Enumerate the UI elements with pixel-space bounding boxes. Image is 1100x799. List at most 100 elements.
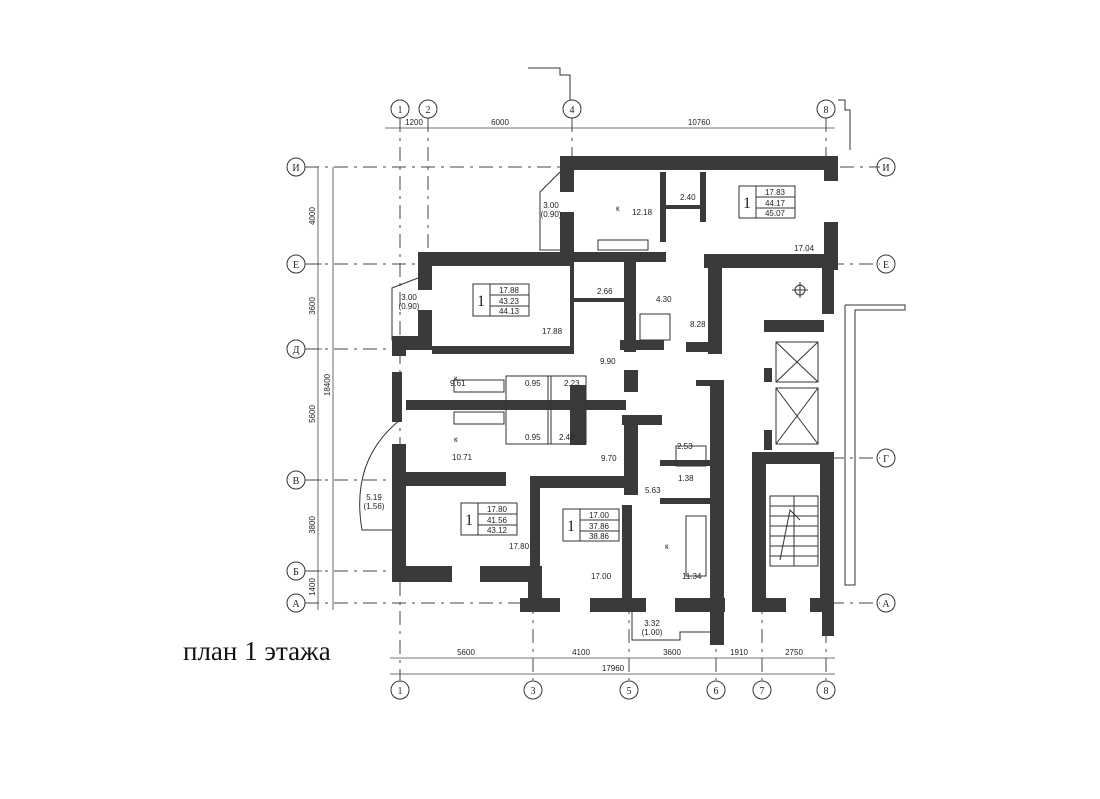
room-area: 2.40 xyxy=(680,193,696,202)
room-area: 4.30 xyxy=(656,295,672,304)
apartment-value: 43.12 xyxy=(487,526,508,535)
apartment-value: 17.83 xyxy=(765,188,786,197)
apartment-value: 17.88 xyxy=(499,286,520,295)
outline-details xyxy=(359,67,906,641)
room-area: 0.95 xyxy=(525,433,541,442)
balcony-labels: 3.00 (0.90) 3.00 (0.90) 5.19 (1.56) 3.32… xyxy=(364,201,663,637)
room-area: 2.66 xyxy=(597,287,613,296)
dim-label: 1400 xyxy=(308,578,317,596)
apartment-value: 17.00 xyxy=(589,511,610,520)
dim-label: 5600 xyxy=(457,648,475,657)
room-area: 0.95 xyxy=(525,379,541,388)
axis-label: 3 xyxy=(531,686,536,697)
balcony-sub: (0.90) xyxy=(541,210,562,219)
room-area: 2.40 xyxy=(559,433,575,442)
axis-label: 4 xyxy=(570,105,575,116)
axis-label: Е xyxy=(293,260,299,271)
room-area: 10.71 xyxy=(452,453,473,462)
room-area: 2.53 xyxy=(677,442,693,451)
axis-label: И xyxy=(292,163,299,174)
dim-label: 3600 xyxy=(663,648,681,657)
dim-label: 1200 xyxy=(405,118,423,127)
apartment-info-box: 1 17.83 44.17 45.07 xyxy=(738,185,796,219)
dim-label: 17960 xyxy=(602,664,625,673)
balcony-area: 5.19 xyxy=(366,493,382,502)
apartment-value: 45.07 xyxy=(765,209,786,218)
plan-title: план 1 этажа xyxy=(183,636,331,666)
axis-label: Д xyxy=(293,345,300,356)
axis-label: В xyxy=(293,476,300,487)
balcony-area: 3.32 xyxy=(644,619,660,628)
apartment-rooms: 1 xyxy=(567,518,575,535)
room-area: 17.00 xyxy=(591,572,612,581)
balcony-sub: (1.00) xyxy=(642,628,663,637)
dimension-labels: 1200 6000 10760 5600 4100 3600 1910 2750… xyxy=(308,118,803,673)
room-area: 9.90 xyxy=(600,357,616,366)
kitchen-label: к xyxy=(616,204,620,213)
apartment-info-box: 1 17.80 41.56 43.12 xyxy=(460,502,518,536)
apartment-rooms: 1 xyxy=(465,512,473,529)
apartment-value: 44.13 xyxy=(499,307,520,316)
dim-label: 6000 xyxy=(491,118,509,127)
axis-label: 6 xyxy=(714,686,719,697)
room-area: 5.63 xyxy=(645,486,661,495)
dim-label: 2750 xyxy=(785,648,803,657)
kitchen-label: к xyxy=(665,542,669,551)
axis-label: А xyxy=(292,599,300,610)
dim-label: 10760 xyxy=(688,118,711,127)
balcony-sub: (0.90) xyxy=(399,302,420,311)
dim-label: 4000 xyxy=(308,207,317,225)
axis-label: 1 xyxy=(398,686,403,697)
axis-label: И xyxy=(882,163,889,174)
axis-label: 1 xyxy=(398,105,403,116)
room-area: 9.70 xyxy=(601,454,617,463)
dim-label: 1910 xyxy=(730,648,748,657)
apartment-value: 43.23 xyxy=(499,297,520,306)
axis-label: Е xyxy=(883,260,889,271)
axis-label: 8 xyxy=(824,686,829,697)
walls xyxy=(392,156,838,645)
dim-label: 3800 xyxy=(308,516,317,534)
elevator-shafts xyxy=(775,341,819,445)
room-area: 2.23 xyxy=(564,379,580,388)
room-area: 17.04 xyxy=(794,244,815,253)
room-area: 17.88 xyxy=(542,327,563,336)
fixtures xyxy=(453,239,808,577)
room-area: 1.38 xyxy=(678,474,694,483)
kitchen-label: к xyxy=(454,374,458,383)
axis-label: Б xyxy=(293,567,299,578)
axis-label: А xyxy=(882,599,890,610)
dim-label: 5600 xyxy=(308,405,317,423)
apartment-rooms: 1 xyxy=(743,195,751,212)
dim-label: 18400 xyxy=(323,373,332,396)
apartment-value: 37.86 xyxy=(589,522,610,531)
balcony-area: 3.00 xyxy=(401,293,417,302)
balcony-area: 3.00 xyxy=(543,201,559,210)
axis-label: 7 xyxy=(760,686,765,697)
room-area: 12.18 xyxy=(632,208,653,217)
apartment-value: 41.56 xyxy=(487,516,508,525)
axis-markers: 1 2 4 8 1 3 5 6 7 8 И Е Д В Б А И Е Г А xyxy=(286,99,896,700)
room-area: 11.34 xyxy=(682,572,702,581)
axis-label: Г xyxy=(883,454,889,465)
room-area: 8.28 xyxy=(690,320,706,329)
room-area: 9.61 xyxy=(450,379,466,388)
apartment-value: 44.17 xyxy=(765,199,786,208)
dim-label: 3600 xyxy=(308,297,317,315)
apartment-info-box: 1 17.88 43.23 44.13 xyxy=(472,283,530,317)
room-area: 17.80 xyxy=(509,542,530,551)
axis-label: 2 xyxy=(426,105,431,116)
apartment-info-box: 1 17.00 37.86 38.86 xyxy=(562,508,620,542)
apartment-value: 17.80 xyxy=(487,505,508,514)
kitchen-label: к xyxy=(454,435,458,444)
axis-label: 8 xyxy=(824,105,829,116)
apartment-rooms: 1 xyxy=(477,293,485,310)
grid-lines xyxy=(305,118,880,680)
dim-label: 4100 xyxy=(572,648,590,657)
dimension-lines xyxy=(314,124,835,675)
balcony-sub: (1.56) xyxy=(364,502,385,511)
apartment-value: 38.86 xyxy=(589,532,610,541)
axis-label: 5 xyxy=(627,686,632,697)
room-area-labels: к 12.18 2.40 17.04 17.88 2.66 4.30 8.28 … xyxy=(450,193,815,581)
